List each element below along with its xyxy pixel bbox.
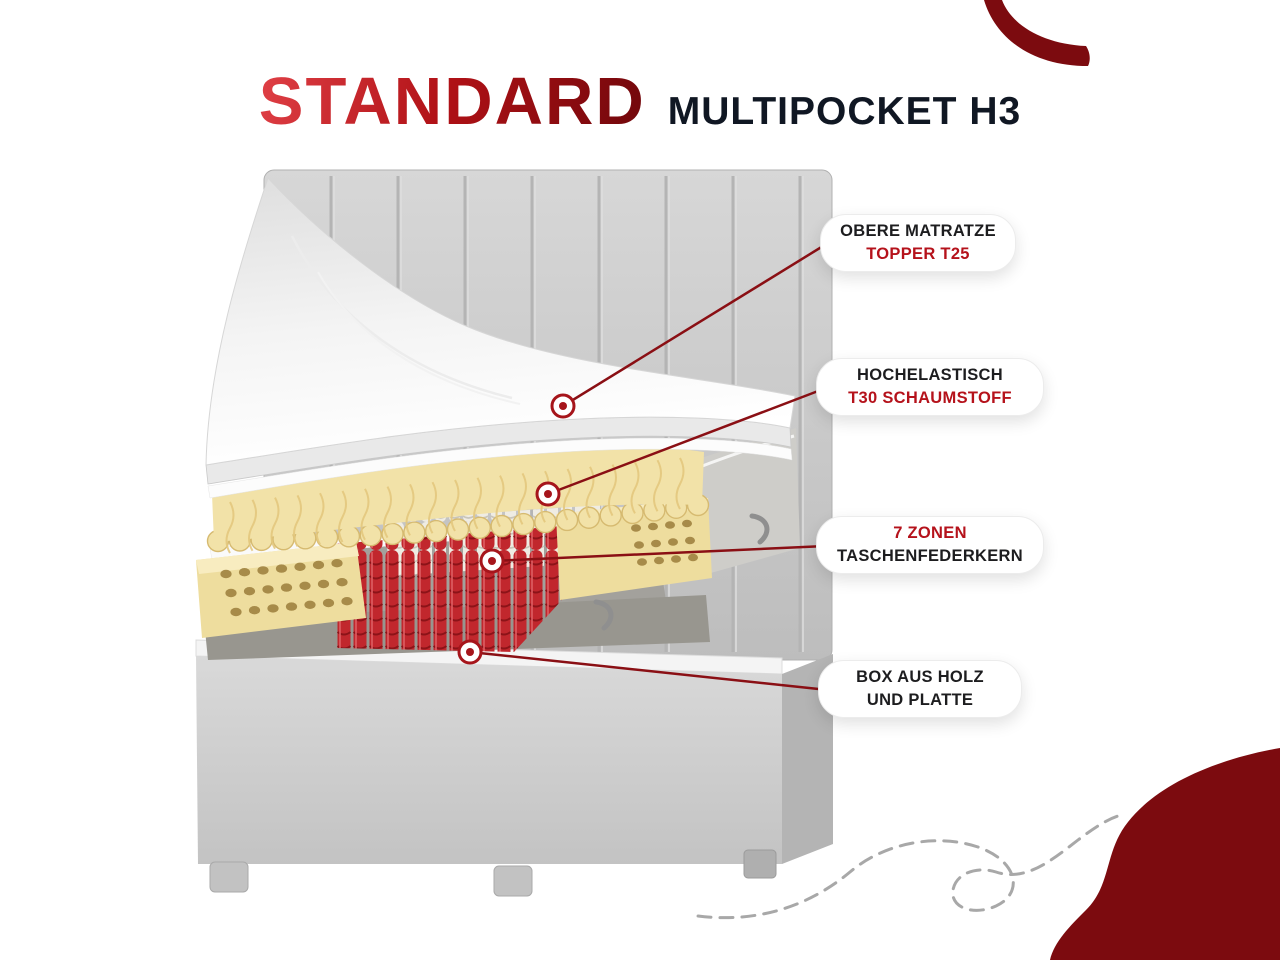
- callout-box-line1: BOX AUS HOLZ: [856, 667, 984, 686]
- decor-dashed-curve: [696, 814, 1120, 920]
- box-right-face: [782, 654, 833, 864]
- fabric-handles: [593, 513, 770, 631]
- callout-springs-line2: TASCHENFEDERKERN: [836, 547, 1023, 565]
- marker-dot-box: [457, 639, 483, 665]
- box-feet: [209, 849, 777, 897]
- leader-lines: [469, 241, 829, 692]
- foam-scallops: [206, 493, 710, 553]
- comfort-foam-layer: [206, 447, 710, 554]
- marker-dot-topper: [550, 393, 576, 419]
- leader-line-springs: [491, 544, 827, 563]
- latex-holes-right: [631, 519, 698, 566]
- page-subtitle: MULTIPOCKET H3: [667, 90, 1022, 133]
- leader-line-topper: [562, 241, 829, 408]
- separator-sheet-upper: [207, 437, 793, 499]
- mattress-layers: [196, 177, 800, 660]
- callout-topper-line1: OBERE MATRATZE: [840, 221, 996, 240]
- decor-swoosh-top-right: [984, 0, 1090, 66]
- callout-topper: OBERE MATRATZE TOPPER T25: [820, 214, 1016, 272]
- callout-foam: HOCHELASTISCH T30 SCHAUMSTOFF: [816, 358, 1044, 416]
- callout-box: BOX AUS HOLZ UND PLATTE: [818, 660, 1022, 718]
- marker-dot-foam: [535, 481, 561, 507]
- callout-springs-line1: 7 ZONEN: [893, 523, 967, 542]
- header: STANDARD MULTIPOCKET H3: [0, 68, 1280, 135]
- leader-line-box: [469, 650, 829, 692]
- foam-wave-ridges: [225, 457, 685, 554]
- decor-blob-bottom-right: [1050, 748, 1280, 960]
- leader-line-foam: [547, 386, 827, 496]
- latex-block-left: [196, 542, 366, 638]
- box-base: [195, 639, 833, 897]
- box-front-face: [196, 656, 782, 864]
- marker-dots: [457, 393, 576, 665]
- latex-holes-left: [220, 559, 353, 617]
- callout-topper-line2: TOPPER T25: [866, 245, 970, 263]
- callout-box-line2: UND PLATTE: [866, 691, 974, 709]
- callout-foam-line1: HOCHELASTISCH: [857, 365, 1003, 384]
- marker-dot-springs: [479, 548, 505, 574]
- callout-springs: 7 ZONEN TASCHENFEDERKERN: [816, 516, 1044, 574]
- page-title: STANDARD: [258, 64, 646, 139]
- topper-layer: [205, 177, 796, 466]
- callout-foam-line2: T30 SCHAUMSTOFF: [848, 389, 1012, 407]
- pocket-springs-red: [334, 526, 562, 652]
